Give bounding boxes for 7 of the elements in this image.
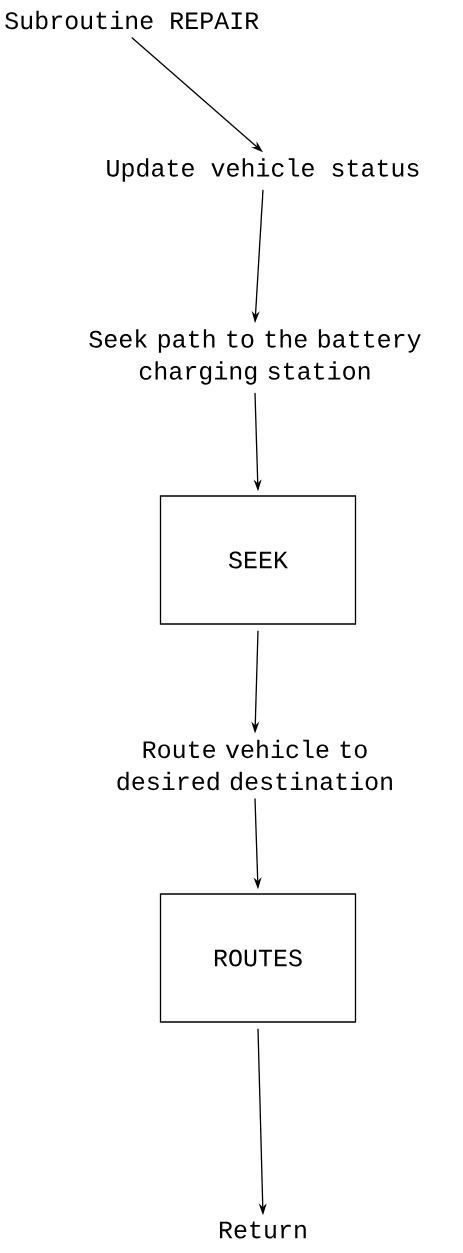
step-text: Update vehicle status — [107, 158, 419, 182]
step-text: Return — [219, 1221, 306, 1239]
subroutine-box: SEEK — [159, 495, 357, 625]
subroutine-box: ROUTES — [159, 893, 357, 1023]
step-text: Subroutine REPAIR — [5, 10, 259, 30]
step-text: Seek path to the battery charging station — [89, 329, 421, 385]
step-text: Route vehicle to desired destination — [117, 739, 392, 791]
